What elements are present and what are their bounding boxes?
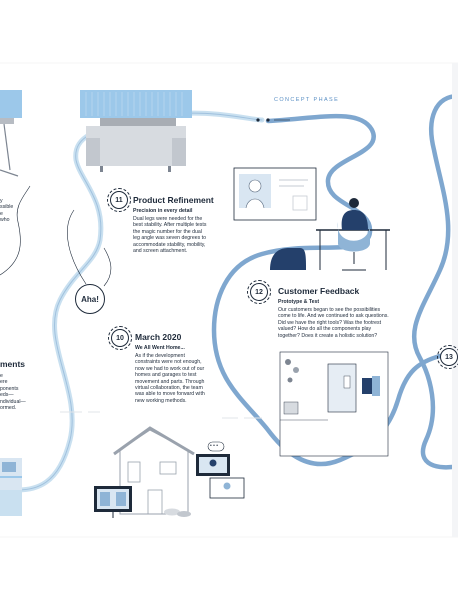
concept-phase-label: CONCEPT PHASE — [274, 97, 340, 103]
journey-path-main — [211, 113, 458, 467]
step-title-product-refinement: Product Refinement — [133, 195, 214, 205]
phase-dot-a — [256, 118, 260, 122]
cabinet-illustration-left — [0, 458, 22, 516]
floor-plan-illustration — [279, 351, 389, 457]
floor-dashes — [60, 411, 262, 419]
journey-path-loop — [411, 93, 458, 470]
step-subtitle-12: Prototype & Test — [278, 299, 320, 305]
aha-label: Aha! — [81, 294, 99, 304]
home-office-illustration — [94, 426, 245, 518]
step-body-12: Our customers began to see the possibili… — [278, 307, 389, 339]
desk-illustration-left — [0, 90, 22, 177]
step-number-11: 11 — [107, 188, 131, 212]
aha-badge: Aha! — [75, 284, 105, 314]
step-number-12: 12 — [247, 280, 271, 304]
step-subtitle-10: We All Went Home... — [135, 345, 185, 351]
step-title-march-2020: March 2020 — [135, 332, 182, 342]
step-number-13: 13 — [437, 345, 458, 369]
product-desk-illustration — [80, 90, 192, 172]
chat-dots: • • • — [210, 443, 219, 449]
remote-worker-illustration — [233, 167, 390, 271]
ink-thread-left — [0, 185, 31, 276]
journey-path-left-outline — [0, 112, 263, 491]
step-subtitle-11: Precision in every detail — [133, 208, 193, 214]
phase-dot-b — [266, 118, 270, 122]
step-number-10: 10 — [108, 326, 132, 350]
page-edge-right — [452, 63, 458, 537]
ink-thread-aha — [67, 209, 112, 287]
chat-bubble-icon — [207, 441, 225, 452]
left-fragment-title: ments — [0, 359, 26, 369]
step-title-customer-feedback: Customer Feedback — [278, 286, 360, 296]
journey-path-left — [0, 110, 265, 493]
